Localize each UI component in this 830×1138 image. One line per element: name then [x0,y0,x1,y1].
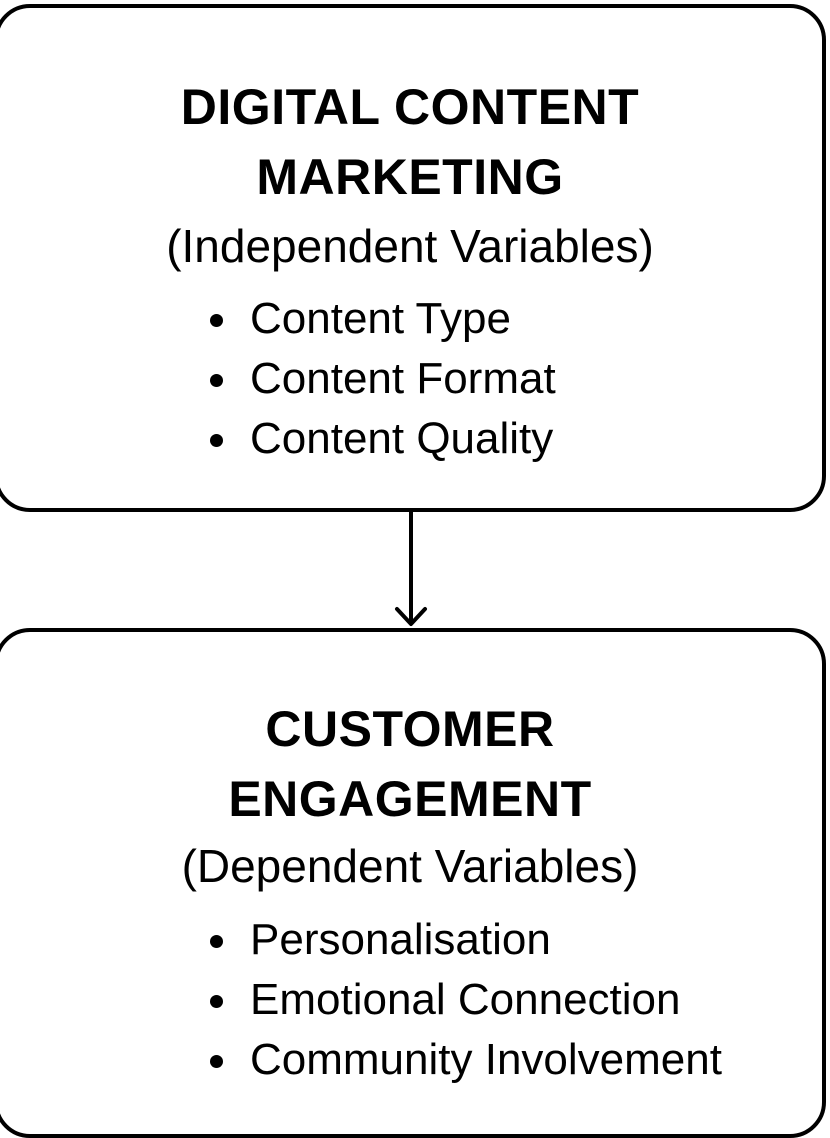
bullet-icon [210,995,223,1008]
bullet-icon [210,374,223,387]
dependent-title-line2: ENGAGEMENT [228,771,592,827]
independent-subtitle: (Independent Variables) [166,220,654,272]
bullet-icon [210,1055,223,1068]
dependent-title-line1: CUSTOMER [265,701,555,757]
bullet-icon [210,434,223,447]
dependent-subtitle: (Dependent Variables) [181,840,639,892]
list-item: Personalisation [204,910,722,970]
arrow-head-icon [395,607,427,626]
independent-variable-list: Content Type Content Format Content Qual… [204,289,556,469]
dependent-item-community-involvement: Community Involvement [250,1035,722,1084]
dependent-item-personalisation: Personalisation [250,915,551,964]
list-item: Content Quality [204,409,556,469]
list-item: Emotional Connection [204,970,722,1030]
dependent-variable-list: Personalisation Emotional Connection Com… [204,910,722,1090]
bullet-icon [210,935,223,948]
list-item: Community Involvement [204,1030,722,1090]
dependent-item-emotional-connection: Emotional Connection [250,975,681,1024]
independent-title-line2: MARKETING [256,149,564,205]
independent-variables-box: DIGITAL CONTENT MARKETING (Independent V… [0,4,826,512]
independent-title-line1: DIGITAL CONTENT [180,79,640,135]
list-item: Content Type [204,289,556,349]
bullet-icon [210,314,223,327]
independent-item-content-type: Content Type [250,294,511,343]
down-arrow-connector [395,510,427,626]
list-item: Content Format [204,349,556,409]
dependent-variables-box: CUSTOMER ENGAGEMENT (Dependent Variables… [0,628,826,1138]
independent-item-content-quality: Content Quality [250,414,554,463]
independent-item-content-format: Content Format [250,354,556,403]
